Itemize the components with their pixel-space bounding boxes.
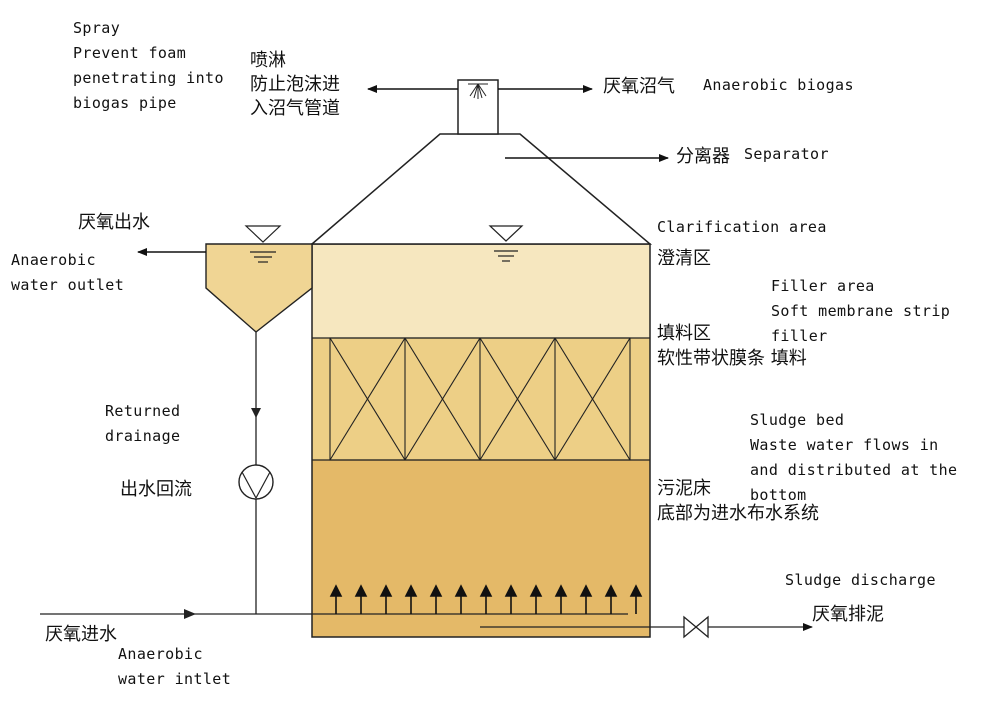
sludge-bed-label-zh: 污泥床 底部为进水布水系统: [657, 478, 819, 524]
returned-label-en: Returned drainage: [105, 402, 190, 445]
spray-label-zh: 喷淋 防止泡沫进 入沼气管道: [250, 50, 346, 119]
separator-label-zh: 分离器: [676, 146, 730, 167]
inlet-label-en: Anaerobic water intlet: [118, 645, 231, 688]
sludge-discharge-label-zh: 厌氧排泥: [812, 604, 884, 625]
filler-zone: [312, 338, 650, 460]
inlet-label-zh: 厌氧进水: [45, 624, 117, 645]
sludge-bed-label-en: Sludge bed Waste water flows in and dist…: [750, 411, 967, 504]
separator-hood: [309, 133, 653, 245]
filler-media: [329, 337, 631, 461]
clarification-label-zh: 澄清区: [657, 248, 711, 269]
biogas-label-zh: 厌氧沼气: [603, 76, 675, 97]
filler-label-zh: 填料区 软性带状膜条 填料: [657, 323, 807, 369]
outlet-label-en: Anaerobic water outlet: [11, 251, 124, 294]
distribution-arrows: [329, 584, 643, 614]
spray-label-en: Spray Prevent foam penetrating into biog…: [73, 19, 233, 112]
returned-label-zh: 出水回流: [120, 479, 192, 500]
flow-down-arrow-icon: [251, 408, 261, 418]
settler-tank: [205, 243, 313, 333]
filler-label-en: Filler area Soft membrane strip filler: [771, 277, 960, 345]
spray-nozzle-icon: [468, 83, 488, 99]
clarification-label-en: Clarification area: [657, 218, 827, 236]
biogas-label-en: Anaerobic biogas: [703, 76, 854, 94]
pump-icon: [238, 464, 274, 500]
separator-label-en: Separator: [744, 145, 829, 163]
sludge-bed-zone: [312, 460, 650, 637]
inlet-arrow-icon: [184, 609, 196, 619]
outlet-label-zh: 厌氧出水: [78, 212, 150, 233]
water-level-icon: [488, 225, 524, 262]
valve-icon: [683, 615, 709, 639]
sludge-discharge-label-en: Sludge discharge: [785, 571, 936, 589]
clarification-zone: [312, 244, 650, 338]
water-level-icon: [244, 225, 282, 263]
